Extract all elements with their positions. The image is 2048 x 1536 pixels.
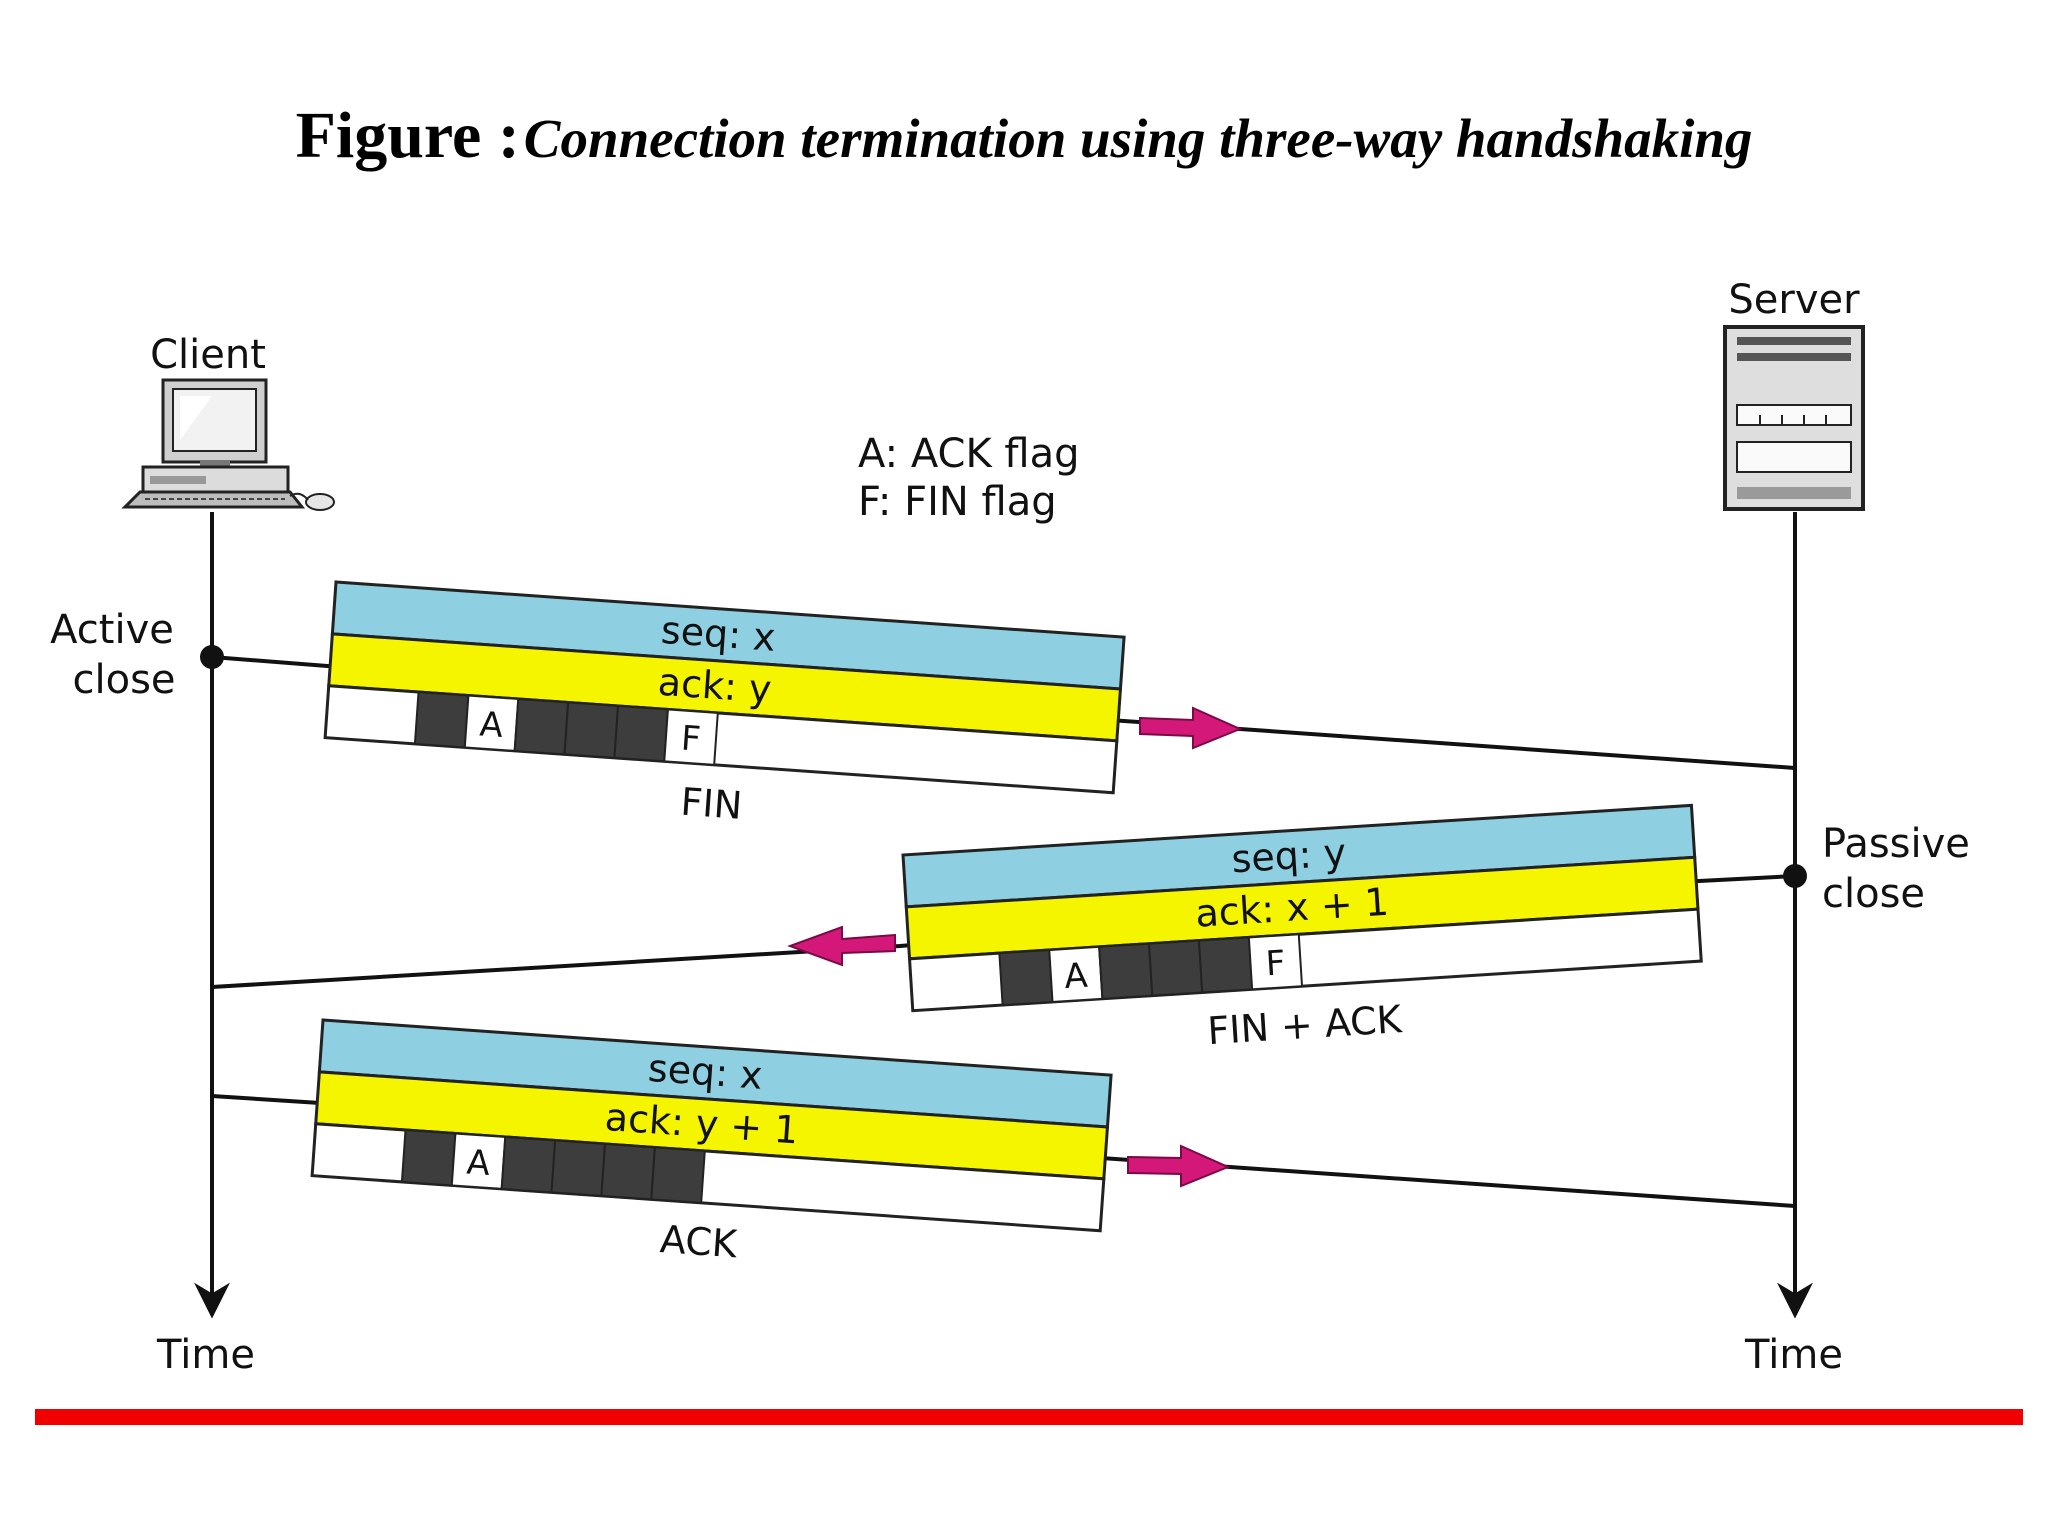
- flag-cell-set: [563, 701, 620, 759]
- flag-cell-set: [1197, 936, 1254, 994]
- ack-direction-arrow: [1127, 1144, 1231, 1188]
- fin-ack-segment-seq-label: seq: y: [1230, 830, 1347, 881]
- server-label: Server: [1728, 277, 1860, 323]
- client-label: Client: [150, 332, 266, 378]
- flag-cell-set: [550, 1139, 607, 1197]
- ack-segment-name-label: ACK: [659, 1217, 740, 1266]
- fin-ack-segment-name-label: FIN + ACK: [1206, 997, 1404, 1053]
- fin-segment-ack-label: ack: y: [657, 660, 773, 712]
- flag-letter-f: F: [680, 719, 702, 760]
- flag-cell-set: [413, 690, 470, 749]
- flag-cell-set: [613, 704, 669, 763]
- bottom-divider: [35, 1409, 2023, 1425]
- flag-cell-f: [1247, 933, 1304, 991]
- figure-title-text: Connection termination using three-way h…: [523, 108, 1753, 169]
- flag-cell-set: [400, 1128, 457, 1187]
- fin-segment-name-label: FIN: [679, 780, 743, 828]
- flag-cell-set: [998, 948, 1054, 1007]
- flag-cell-set: [1098, 942, 1154, 1000]
- fin-direction-arrow: [1139, 706, 1243, 750]
- passive-close-label-line1: Passive: [1822, 821, 1970, 867]
- legend-ack-flag: A: ACK flag: [858, 431, 1079, 477]
- flag-cell-set: [650, 1146, 706, 1204]
- ack-segment-seq-label: seq: x: [647, 1046, 764, 1098]
- figure-title: Figure : Connection termination using th…: [0, 98, 2048, 174]
- active-close-label-line1: Active: [50, 607, 174, 653]
- flag-letter-a: A: [1063, 956, 1089, 997]
- flag-cell-set: [600, 1142, 656, 1201]
- flag-letter-a: A: [478, 704, 504, 746]
- flag-cell-f: [663, 708, 719, 766]
- legend-fin-flag: F: FIN flag: [858, 479, 1057, 525]
- flag-letter-f: F: [1265, 943, 1287, 984]
- fin-segment-seq-label: seq: x: [660, 608, 777, 660]
- server-time-label: Time: [1744, 1332, 1843, 1378]
- client-time-label: Time: [156, 1332, 255, 1378]
- fin-ack-direction-arrow: [787, 925, 896, 967]
- flag-cell-set: [1147, 939, 1204, 997]
- server-tower-icon: [1723, 325, 1865, 511]
- flag-letter-a: A: [465, 1142, 491, 1184]
- desktop-computer-icon: [121, 378, 335, 511]
- flag-cell-set: [500, 1135, 557, 1194]
- flag-cell-set: [513, 697, 570, 756]
- passive-close-label-line2: close: [1822, 871, 1925, 917]
- figure-title-prefix: Figure :: [295, 99, 520, 172]
- active-close-label-line2: close: [72, 657, 175, 703]
